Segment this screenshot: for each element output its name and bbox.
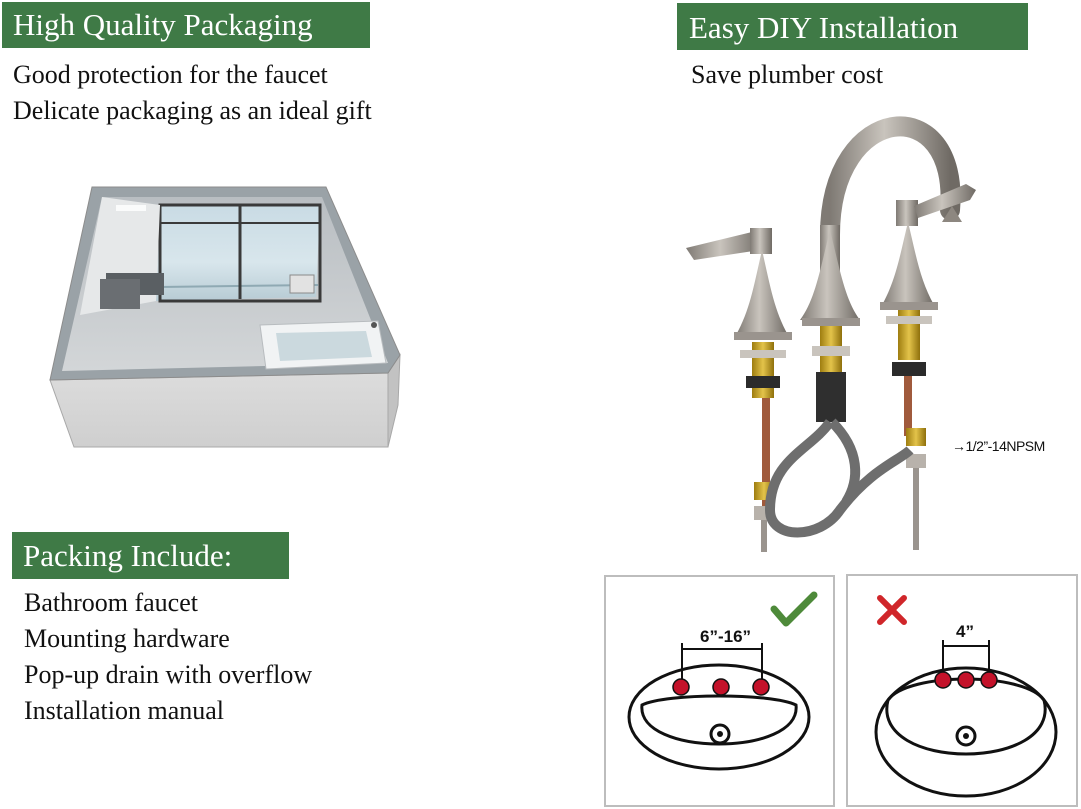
faucet-image [686, 116, 976, 552]
faucet-hole [672, 678, 690, 696]
thread-spec-label: →1/2”-14NPSM [952, 438, 1045, 454]
diy-installation-banner: Easy DIY Installation [677, 3, 1028, 50]
sink-drawing-wrong [874, 595, 1058, 798]
packaging-line-gift: Delicate packaging as an ideal gift [13, 96, 372, 125]
faucet-hole [752, 678, 770, 696]
spread-measure-correct: 6”-16” [700, 627, 752, 646]
sink-diagram-wrong: 4” [846, 574, 1078, 807]
packaging-line-protection: Good protection for the faucet [13, 60, 328, 89]
packing-list: Bathroom faucet Mounting hardware Pop-up… [24, 585, 312, 729]
cross-icon [877, 595, 907, 625]
spread-measure-wrong: 4” [956, 622, 974, 641]
faucet-hole [957, 671, 975, 689]
packing-item-hardware: Mounting hardware [24, 624, 230, 653]
check-icon [770, 591, 818, 627]
packing-item-faucet: Bathroom faucet [24, 588, 198, 617]
packaging-banner: High Quality Packaging [2, 2, 370, 48]
packing-item-manual: Installation manual [24, 696, 225, 725]
product-box-image [49, 186, 401, 448]
packaging-description: Good protection for the faucet Delicate … [13, 57, 372, 129]
packing-include-banner: Packing Include: [12, 532, 289, 579]
faucet-hole [934, 671, 952, 689]
packing-item-drain: Pop-up drain with overflow [24, 660, 313, 689]
diy-description: Save plumber cost [691, 57, 883, 93]
diy-line-plumber: Save plumber cost [691, 60, 884, 89]
faucet-hole [712, 678, 730, 696]
sink-diagram-correct: 6”-16” [604, 575, 835, 807]
faucet-hole [980, 671, 998, 689]
sink-drawing-correct [627, 591, 818, 771]
